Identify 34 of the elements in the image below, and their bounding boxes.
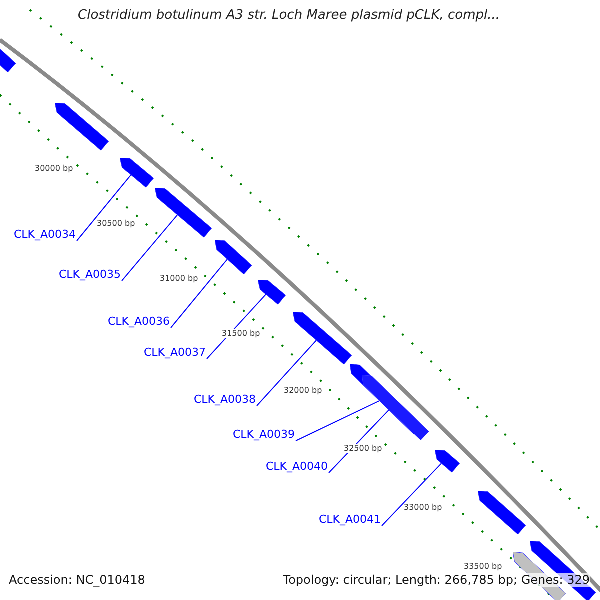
accession-text: Accession: NC_010418 [9, 573, 146, 587]
leader-line [76, 174, 132, 242]
leader-line [328, 408, 391, 474]
leader-line [206, 293, 268, 360]
gene-feature [478, 491, 526, 534]
position-label: 33000 bp [404, 503, 442, 512]
gene-label: CLK_A0034 [14, 228, 76, 242]
gene-label: CLK_A0041 [318, 513, 381, 527]
gene-feature [435, 450, 460, 473]
gene-feature [215, 240, 252, 274]
gene-feature [258, 280, 286, 305]
leader-line [256, 339, 318, 406]
leader-line [170, 258, 229, 328]
gene-label: CLK_A0038 [194, 393, 256, 407]
gene-label: CLK_A0036 [108, 315, 170, 329]
map-title: Clostridium botulinum A3 str. Loch Maree plasmid pCLK, compl... [78, 8, 500, 23]
leader-line [122, 214, 179, 282]
position-label: 32000 bp [284, 386, 322, 395]
summary-text: Topology: circular; Length: 266,785 bp; Genes: 329 [283, 573, 590, 587]
position-label: 30000 bp [35, 164, 74, 173]
gene-feature [155, 188, 212, 238]
gene-feature [55, 103, 109, 151]
position-label: 31000 bp [160, 274, 198, 283]
position-label: 32500 bp [344, 444, 382, 453]
gene-label: CLK_A0040 [266, 460, 328, 474]
gene-label: CLK_A0037 [144, 346, 206, 360]
gene-label: CLK_A0035 [58, 268, 121, 282]
position-label: 31500 bp [222, 329, 260, 338]
gene-feature [293, 312, 352, 365]
gene-feature [120, 158, 154, 188]
position-label: 30500 bp [97, 219, 136, 228]
leader-line [382, 462, 443, 526]
gene-label: CLK_A0039 [232, 428, 295, 442]
position-label: 33500 bp [464, 562, 502, 571]
